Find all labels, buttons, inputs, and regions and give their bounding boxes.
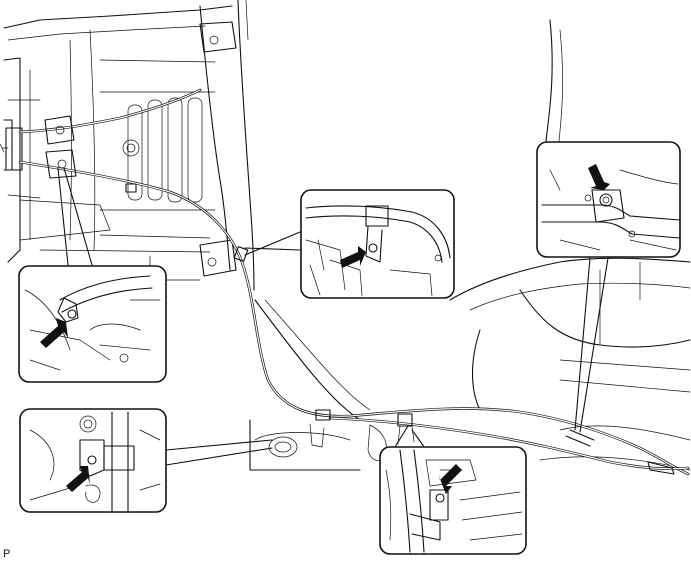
brake-cables (18, 88, 690, 476)
callout-right-bolt-detail (536, 141, 681, 258)
callout-left-bolt-detail (18, 265, 167, 383)
arrow-left-bolt-icon (40, 318, 68, 348)
callout-lower-left-clamp-detail (19, 408, 167, 513)
callout-center-clamp-detail (300, 189, 455, 299)
page-code: P (3, 548, 11, 560)
arrow-center-clamp-icon (340, 246, 366, 268)
arrow-lower-left-clamp-icon (66, 466, 90, 492)
underbody-floor (0, 0, 691, 471)
leader-lines (57, 167, 609, 466)
arrow-right-bolt-icon (588, 164, 610, 190)
arrow-lower-right-clamp-icon (438, 464, 462, 494)
callout-lower-right-clamp-detail (379, 446, 527, 555)
